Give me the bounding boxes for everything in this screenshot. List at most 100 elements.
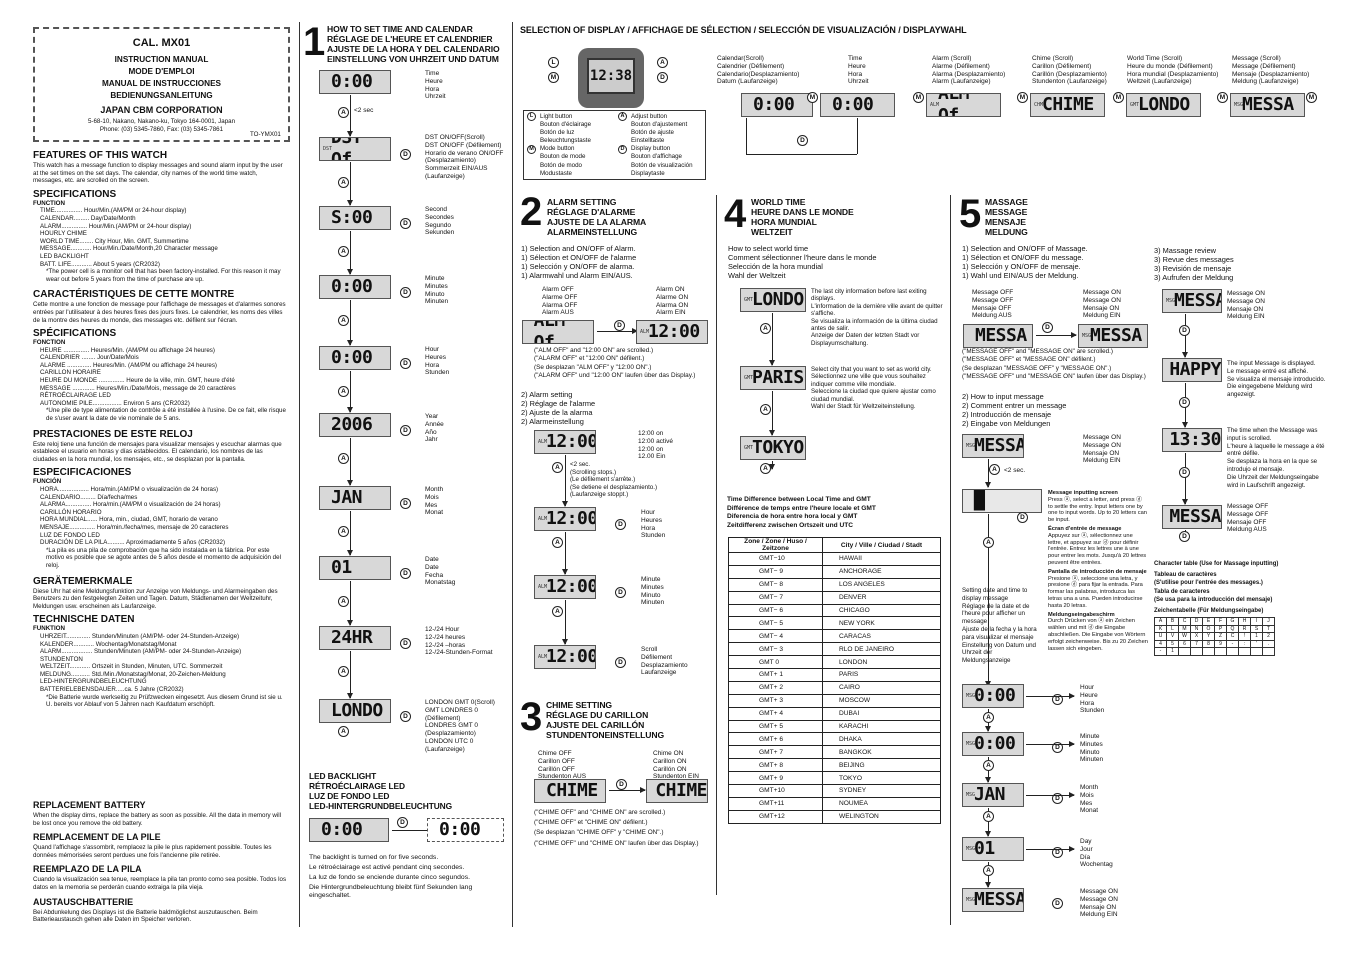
chime-off-label: Chime OFF Carillon OFF Carillón OFF Stun… [538, 750, 587, 781]
lcd-display: 01 [319, 556, 391, 580]
char-cell: 8 [1202, 639, 1215, 648]
arrow [597, 328, 638, 334]
spec-item: BATTERIELEBENSDAUER.....ca. 5 Jahre (CR2… [40, 686, 184, 694]
mode-label: World Time (Scroll) Heure du monde (Défi… [1127, 55, 1219, 86]
char-table-titles: Character table (Use for Massage inputti… [1154, 560, 1278, 616]
char-cell [1250, 647, 1263, 656]
company: JAPAN CBM CORPORATION [100, 105, 223, 115]
char-cell: Z [1214, 632, 1227, 641]
arrow [347, 581, 353, 626]
lcd-value: 12:00 [546, 508, 596, 529]
display-button-icon: D [616, 779, 627, 790]
lcd-indicator: ALM [538, 439, 548, 445]
led-text-es: La luz de fondo se enciende durante cinc… [309, 874, 470, 882]
lcd-display: 0:00 [820, 93, 895, 117]
adjust-button-icon: A [983, 712, 994, 723]
sec4-title-fr: HEURE DANS LE MONDE [751, 207, 854, 217]
display-button-icon: D [400, 568, 411, 579]
input-de: 2) Eingabe von Meldungen [962, 419, 1051, 428]
char-cell: 6 [1178, 639, 1191, 648]
zone-cell: GMT+ 1 [728, 668, 823, 682]
spec-note: *The power cell is a monitor cell that h… [46, 268, 281, 283]
spec-note: *La pila es una pila de comprobación que… [46, 546, 281, 569]
display-button-icon: D [1179, 325, 1190, 336]
city-cell: DHAKA [822, 732, 941, 747]
hold-duration: <2 sec. [1004, 467, 1026, 474]
note-title: Meldungseingabeschirm [1048, 611, 1115, 618]
spec-item: UHRZEIT.............. Stunden/Minuten (A… [40, 632, 240, 640]
spec-item: TIME................ Hour/Min.(AM/PM or … [40, 207, 187, 215]
led-lcd-on: 0:00 [427, 818, 504, 842]
led-lcd-off: 0:00 [309, 818, 389, 842]
battery-fr-text: Quand l'affichage s'assombrit, remplacez… [33, 844, 272, 859]
adjust-button-icon: A [552, 462, 563, 473]
battery-en-text: When the display dims, replace the batte… [33, 812, 281, 827]
lcd-display: LONDO [319, 699, 391, 723]
cover-box [33, 27, 290, 142]
spec-item: HOURLY CHIME [40, 230, 87, 238]
display-button-icon: D [397, 817, 408, 828]
funcion-label: FUNCIÓN [33, 478, 62, 486]
adjust-button-icon: A [338, 596, 349, 607]
char-title: Character table (Use for Massage inputti… [1154, 561, 1279, 567]
zone-cell: GMT+ 9 [728, 771, 823, 786]
zone-cell: GMT+ 5 [728, 719, 823, 734]
cover-cal: CAL. MX01 [132, 37, 191, 49]
loop-line [857, 118, 858, 154]
char-cell: W [1178, 632, 1191, 641]
message-off-lcd: MESSA [963, 324, 1033, 348]
review-es: 3) Revisión de mensaje [1154, 264, 1232, 273]
spec-item: LED-HINTERGRUNDBELEUCHTUNG [40, 678, 147, 686]
sec5-title-en: MASSAGE [985, 197, 1028, 207]
zone-cell: GMT+ 4 [728, 706, 823, 721]
zone-cell: GMT+11 [728, 796, 823, 811]
char-cell [1190, 647, 1203, 656]
spec-item: MELDUNG........... Std./Min./Monatstag/M… [40, 670, 226, 678]
td-title-de: Zeitdifferenz zwischen Ortszeit und UTC [727, 521, 854, 529]
divider [512, 22, 513, 927]
intro-en: 1) Selection and ON/OFF of Alarm. [521, 244, 636, 253]
led-text-en: The backlight is turned on for five seco… [309, 854, 439, 861]
note-es: (Se desplazan "CHIME OFF" y "CHIME ON".) [534, 829, 664, 837]
sec1-title-de: EINSTELLUNG VON UHRZEIT UND DATUM [327, 54, 499, 64]
features-en-title: FEATURES OF THIS WATCH [33, 150, 168, 161]
adjust-button-icon: A [983, 865, 994, 876]
sec4-titles: WORLD TIME HEURE DANS LE MONDE HORA MUND… [751, 197, 854, 237]
char-cell: J [1262, 617, 1275, 626]
spec-item: CALENDAR......... Day/Date/Month [40, 214, 136, 222]
cover-titles: INSTRUCTION MANUAL MODE D'EMPLOI MANUAL … [33, 54, 290, 102]
adjust-button-icon: A [338, 107, 349, 118]
led-title-fr: RÉTROÉCLAIRAGE LED [309, 781, 405, 791]
sec3-title-fr: RÉGLAGE DU CARILLON [546, 710, 649, 720]
lcd-indicator: GMT [1130, 102, 1140, 108]
spec-de-title: TECHNISCHE DATEN [33, 614, 135, 626]
display-button-icon: D [400, 638, 411, 649]
review-de: 3) Aufrufen der Meldung [1154, 273, 1234, 282]
sec5-titles: MASSAGE MESSAGE MENSAJE MELDUNG [985, 197, 1028, 237]
spec-item: WELTZEIT............ Ortszeit in Stunden… [40, 663, 223, 671]
display-button-icon: D [1052, 694, 1063, 705]
divider [716, 195, 717, 895]
battery-de-text: Bei Abdunkelung des Displays ist die Bat… [33, 908, 258, 924]
title-es: MANUAL DE INSTRUCCIONES [101, 79, 222, 88]
city-cell: MOSCOW [822, 693, 941, 708]
char-cell: 2 [1262, 632, 1275, 641]
lcd-value: 0:00 [832, 94, 874, 115]
arrow [1026, 846, 1075, 852]
buttons-right-legend: Adjust button Bouton d'ajustement Botón … [631, 113, 693, 177]
step-label: Hour Heures Hora Stunden [425, 346, 450, 377]
lcd-value: LONDO [1138, 94, 1190, 115]
spec-note: *Die Batterie wurde werkseitig zu Prüfzw… [46, 693, 283, 709]
title-en: INSTRUCTION MANUAL [114, 55, 209, 64]
funktion-label: FUNKTION [33, 625, 65, 633]
intro-en: How to select world time [728, 244, 809, 253]
adjust-button-icon: A [338, 666, 349, 677]
lcd-value: 12:00 [546, 431, 596, 452]
